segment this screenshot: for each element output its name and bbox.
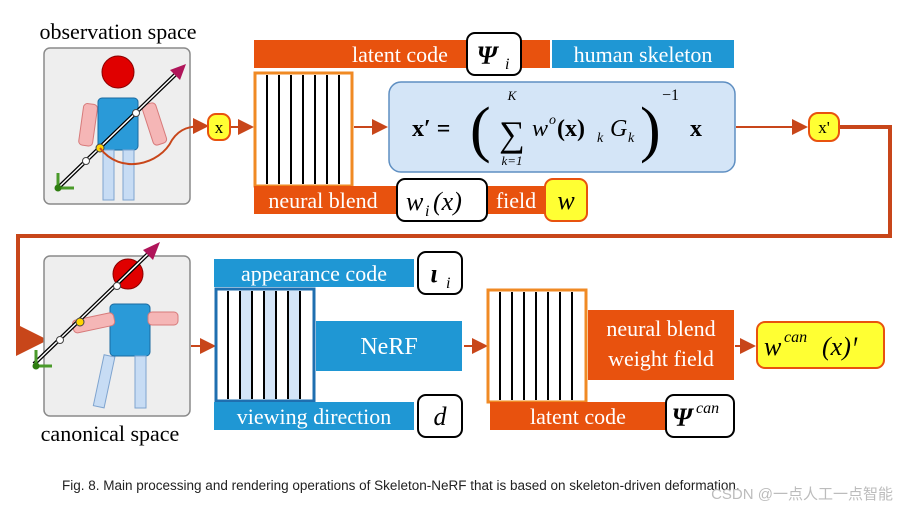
equation-term: w [532,116,548,142]
equation-G: G [610,116,627,142]
field-label: field [496,188,536,213]
mlp-block-top [253,71,354,188]
w-can-symbol: w [764,332,782,361]
iota-i-subscript: i [446,275,450,292]
appearance-code-label: appearance code [241,261,387,286]
x-input-box [207,113,231,141]
equation-sum-bottom: k=1 [501,153,522,168]
viewing-direction-bar [214,402,414,430]
w-can-argument: (x)ꞌ [822,332,858,361]
arrow-xprime-to-canonical [16,125,892,356]
psi-i-box [466,32,522,76]
latent-code-bottom-label: latent code [530,404,626,429]
psi-can-symbol: Ψ [672,403,695,432]
w-i-x-symbol: w [406,187,424,216]
observation-figure [43,47,209,205]
equation-x: x [690,116,702,142]
psi-i-subscript: i [505,56,509,73]
equation-exp: −1 [662,87,679,104]
equation-sum-symbol: ∑ [499,114,525,154]
observation-space-label: observation space [40,19,197,44]
psi-i-symbol: Ψ [477,41,500,70]
canonical-space-label: canonical space [41,421,180,446]
iota-i-box [417,251,463,295]
human-skeleton-label: human skeleton [574,42,713,67]
w-can-box [756,321,885,369]
w-output-box [544,178,588,222]
figure-caption: Fig. 8. Main processing and rendering op… [62,478,740,493]
mlp-block-nerf [214,287,316,403]
neural-blend-weight-field-line1: neural blend [606,316,715,341]
iota-i-symbol: ι [430,259,437,288]
equation-box [388,81,736,173]
equation-term-arg: (x) [557,116,585,142]
neural-blend-label: neural blend [268,188,377,213]
psi-can-box [665,394,735,438]
d-symbol: d [434,402,448,431]
viewing-direction-label: viewing direction [237,404,392,429]
d-box [417,394,463,438]
equation-term-sub: k [597,131,604,146]
nerf-box [316,321,462,371]
w-can-superscript: can [784,329,807,346]
x-prime-box [808,112,840,142]
w-i-x-box [396,178,488,222]
canonical-figure [32,242,191,417]
equation-lhs: x′ = [412,116,450,142]
nerf-label: NeRF [360,334,417,360]
w-output-symbol: w [557,186,575,215]
x-prime-label: x' [818,118,830,137]
latent-code-bottom-bar [490,402,666,430]
equation-sum-top: K [507,88,518,103]
w-i-x-subscript: i [425,203,429,220]
neural-blend-weight-field-box [588,310,734,380]
equation-G-sub: k [628,131,635,146]
w-i-x-argument: (x) [433,187,462,216]
equation-paren-right: ) [640,96,661,164]
neural-blend-weight-field-line2: weight field [608,346,714,371]
appearance-code-bar [214,259,414,287]
mlp-block-canonical [486,288,588,404]
x-input-label: x [215,118,224,137]
equation: x′ = ( K ∑ k=1 w o (x) k G k ) −1 x [412,87,702,168]
psi-can-superscript: can [696,400,719,417]
watermark: CSDN @一点人工一点智能 [711,485,893,503]
latent-code-top-label: latent code [352,42,448,67]
equation-paren-left: ( [470,96,491,164]
equation-term-sup: o [549,113,556,128]
human-skeleton-bar [552,40,734,68]
